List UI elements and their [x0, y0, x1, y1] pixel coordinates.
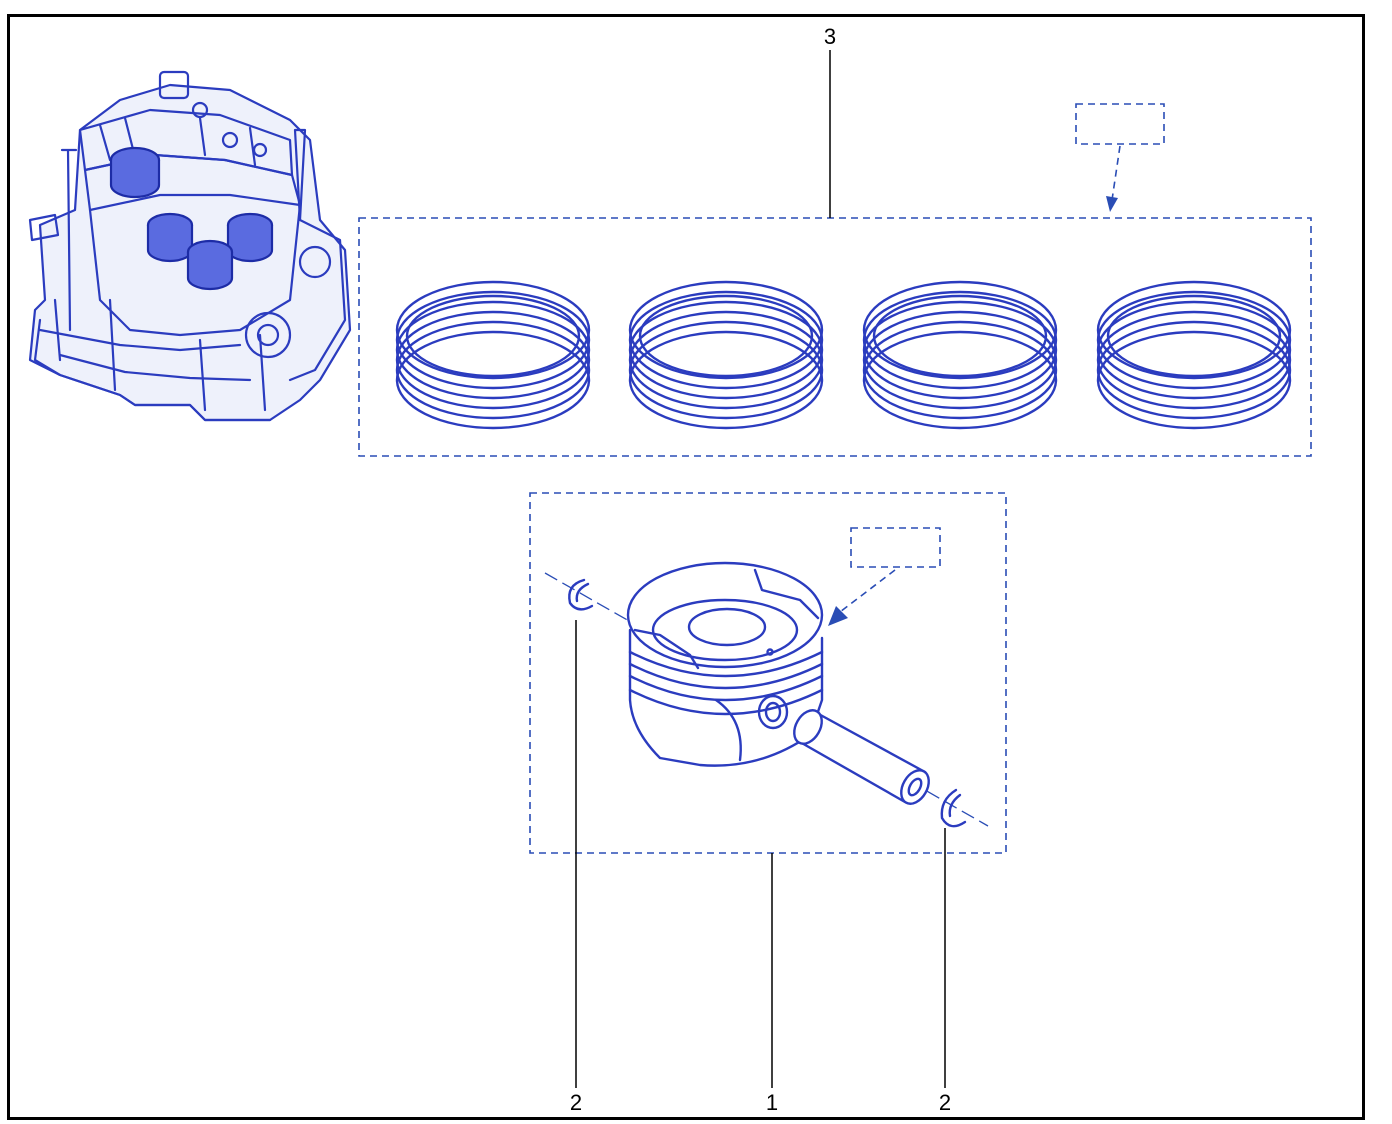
piston-ring	[628, 330, 824, 430]
piston-ring-set-icon	[628, 280, 824, 430]
piston-ring	[1096, 300, 1292, 400]
piston-ring	[395, 320, 591, 420]
piston-pin-icon	[793, 709, 930, 805]
piston-icon	[626, 561, 824, 767]
callout-1: 1	[766, 1090, 778, 1115]
callout-3: 3	[824, 24, 836, 49]
piston-ring	[395, 290, 591, 390]
callout-2-right: 2	[939, 1090, 951, 1115]
callout-2-left: 2	[570, 1090, 582, 1115]
piston-ring	[862, 280, 1058, 380]
ring-kit-reference-arrow	[1111, 145, 1121, 201]
piston-ring	[862, 320, 1058, 420]
piston-ring	[1096, 290, 1292, 390]
piston-ring	[862, 290, 1058, 390]
piston-assembly-box	[529, 492, 1007, 854]
piston-ring	[628, 300, 824, 400]
piston-ring-inner-edge	[1106, 294, 1282, 378]
piston-ring	[628, 280, 824, 380]
piston-ring	[1096, 320, 1292, 420]
piston-arrowhead	[828, 606, 848, 626]
piston-ring	[1096, 330, 1292, 430]
piston-ring	[862, 330, 1058, 430]
circlip-icon	[940, 788, 967, 828]
piston-ring	[395, 300, 591, 400]
piston-ring-inner-edge	[405, 294, 581, 378]
piston-ring-set-icon	[862, 280, 1058, 430]
piston-ring	[862, 310, 1058, 410]
piston-reference-box	[850, 527, 941, 568]
piston-ring	[395, 310, 591, 410]
piston-ring-inner-edge	[872, 294, 1048, 378]
piston-ring	[395, 280, 591, 380]
piston-reference-arrow	[839, 569, 896, 613]
circlip-icon	[568, 578, 594, 611]
ring-kit-reference-box	[1075, 103, 1165, 145]
piston-ring-inner-edge	[638, 294, 814, 378]
piston-ring	[1096, 280, 1292, 380]
piston-ring	[628, 320, 824, 420]
piston-ring	[1096, 310, 1292, 410]
diagram-frame	[7, 14, 1365, 1120]
piston-ring-set-icon	[395, 280, 591, 430]
piston-ring-kit-box	[358, 217, 1312, 457]
piston-ring	[628, 290, 824, 390]
piston-ring-sets	[395, 280, 1292, 430]
piston-ring-set-icon	[1096, 280, 1292, 430]
piston-ring	[628, 310, 824, 410]
piston-ring	[862, 300, 1058, 400]
piston-ring	[395, 330, 591, 430]
engine-block-icon	[28, 70, 352, 422]
ring-kit-arrowhead	[1106, 196, 1118, 212]
